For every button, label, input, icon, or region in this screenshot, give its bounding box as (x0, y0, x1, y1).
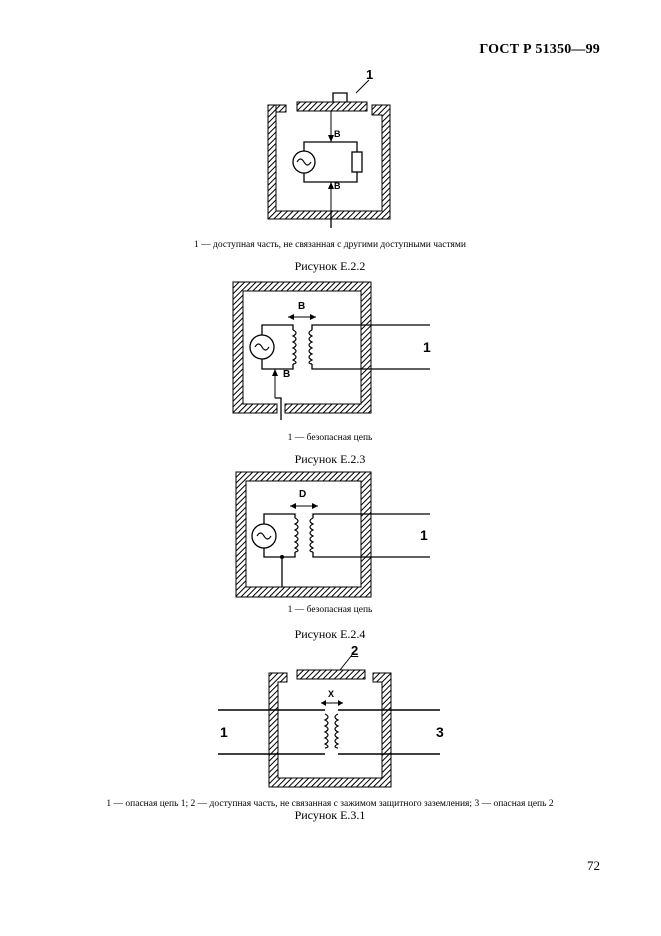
enclosure-e22 (267, 101, 391, 220)
e22-legend: 1 — доступная часть, не связанная с друг… (194, 240, 466, 250)
figure-e24 (235, 471, 430, 598)
e23-caption: Рисунок Е.2.3 (294, 452, 366, 466)
e24-label-circuit: 1 (420, 527, 428, 543)
e22-label-part: 1 (366, 67, 374, 82)
enclosure-e24 (235, 471, 372, 598)
e31-label-left: 1 (220, 724, 228, 740)
e31-label-top: 2 (351, 643, 359, 658)
figure-e31 (218, 654, 440, 788)
enclosure-e23 (232, 281, 372, 414)
e22-label-gap-bottom: B (334, 181, 341, 191)
e24-caption: Рисунок Е.2.4 (294, 627, 366, 641)
e31-label-right: 3 (436, 724, 444, 740)
e23-label-circuit: 1 (423, 339, 431, 355)
e23-label-gap-bottom: B (283, 369, 291, 380)
e31-caption: Рисунок Е.3.1 (294, 808, 366, 822)
enclosure-e31 (268, 669, 392, 788)
e22-label-gap-top: B (334, 129, 341, 139)
e31-label-gap-transformer: X (328, 689, 335, 699)
page-number: 72 (587, 858, 600, 873)
document-standard-header: ГОСТ Р 51350—99 (479, 42, 600, 57)
e24-legend: 1 — безопасная цепь (287, 605, 373, 615)
figure-e22 (267, 79, 391, 228)
e31-legend: 1 — опасная цепь 1; 2 — доступная часть,… (106, 799, 554, 809)
e24-label-gap-transformer: D (299, 489, 307, 500)
figure-e23 (232, 281, 430, 420)
e22-caption: Рисунок Е.2.2 (294, 259, 366, 273)
e23-legend: 1 — безопасная цепь (287, 433, 373, 443)
e23-label-gap-transformer: B (298, 301, 306, 312)
